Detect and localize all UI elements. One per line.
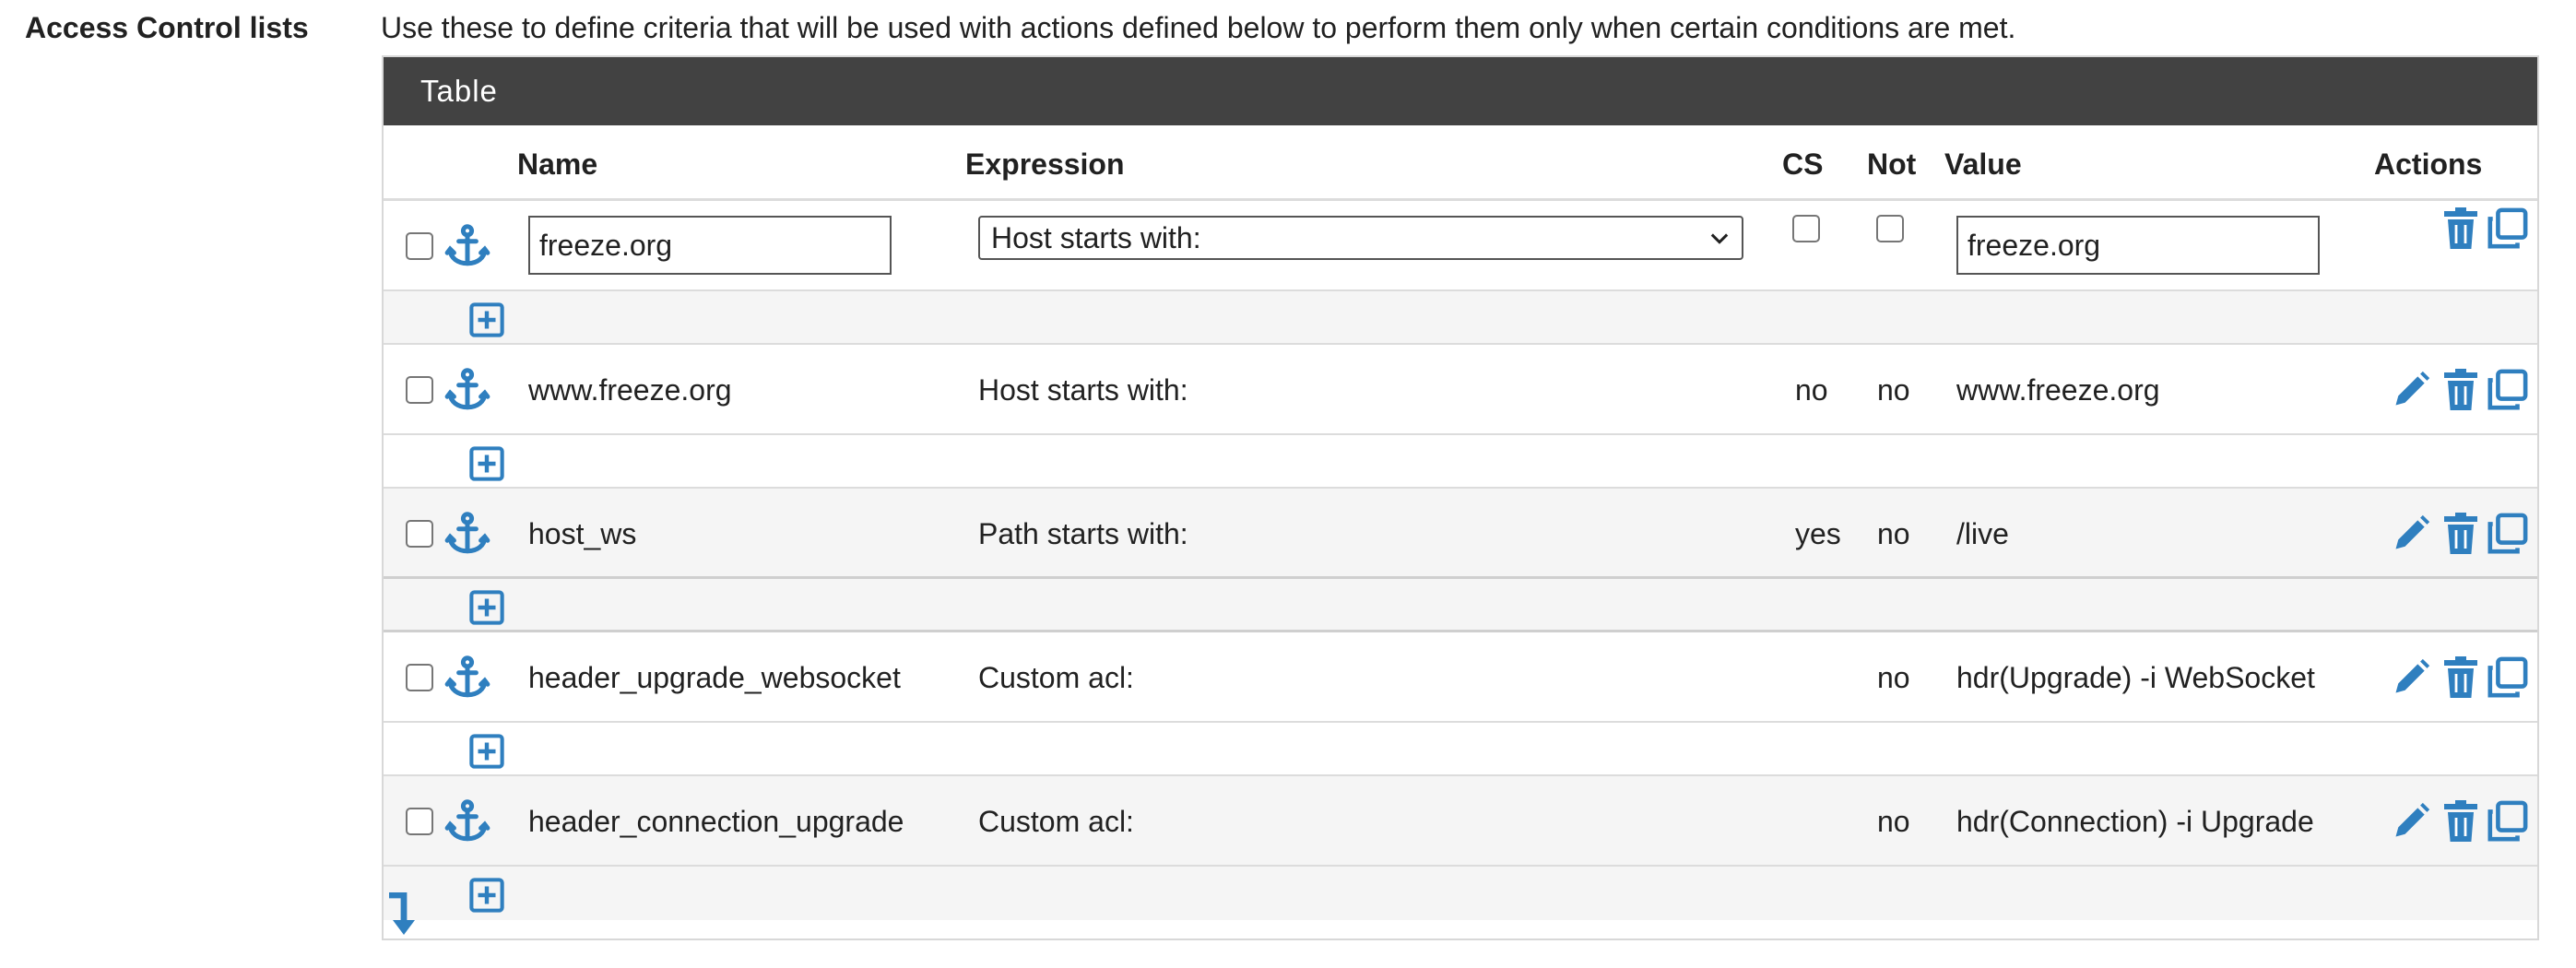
cs-checkbox[interactable]: [1792, 215, 1820, 242]
trash-icon[interactable]: [2440, 207, 2481, 251]
row-select-checkbox[interactable]: [406, 520, 433, 548]
anchor-icon[interactable]: [444, 655, 490, 701]
acl-panel: Table Name Expression CS Not Value Actio…: [382, 55, 2539, 940]
pencil-icon[interactable]: [2391, 370, 2431, 410]
copy-icon[interactable]: [2486, 656, 2528, 699]
table-header: Name Expression CS Not Value Actions: [384, 125, 2537, 201]
column-header-expression: Expression: [965, 148, 1125, 181]
not-checkbox[interactable]: [1876, 215, 1904, 242]
row-expression: Host starts with:: [978, 372, 1188, 407]
expression-select-value: Host starts with:: [991, 221, 1201, 254]
section-label: Access Control lists: [25, 11, 309, 44]
row-cs: no: [1795, 372, 1828, 407]
add-row-strip: [384, 579, 2537, 632]
row-not: no: [1877, 804, 1910, 838]
trash-icon[interactable]: [2440, 512, 2481, 556]
plus-square-icon[interactable]: [469, 878, 504, 913]
anchor-icon[interactable]: [444, 367, 490, 413]
pencil-icon[interactable]: [2391, 801, 2431, 842]
table-row: header_connection_upgrade Custom acl: no…: [384, 776, 2537, 867]
name-input[interactable]: freeze.org: [528, 216, 892, 275]
row-value: /live: [1956, 516, 2009, 550]
acl-table: Name Expression CS Not Value Actions fre…: [384, 125, 2537, 920]
copy-icon[interactable]: [2486, 800, 2528, 843]
table-row: host_ws Path starts with: yes no /live: [384, 489, 2537, 579]
row-value: hdr(Upgrade) -i WebSocket: [1956, 660, 2315, 694]
table-row: www.freeze.org Host starts with: no no w…: [384, 345, 2537, 435]
row-name: header_upgrade_websocket: [528, 660, 901, 694]
pencil-icon[interactable]: [2391, 514, 2431, 554]
copy-icon[interactable]: [2486, 369, 2528, 411]
row-name: www.freeze.org: [528, 372, 732, 407]
panel-heading: Table: [384, 57, 2537, 125]
add-row-strip: [384, 291, 2537, 345]
trash-icon[interactable]: [2440, 655, 2481, 700]
add-row-strip: [384, 867, 2537, 920]
row-name: host_ws: [528, 516, 637, 550]
chevron-down-icon: [1707, 225, 1732, 251]
row-not: no: [1877, 372, 1910, 407]
table-row: header_upgrade_websocket Custom acl: no …: [384, 632, 2537, 723]
anchor-icon[interactable]: [444, 223, 490, 269]
row-select-checkbox[interactable]: [406, 232, 433, 260]
row-value: www.freeze.org: [1956, 372, 2160, 407]
row-expression: Custom acl:: [978, 804, 1134, 838]
plus-square-icon[interactable]: [469, 446, 504, 481]
row-name: header_connection_upgrade: [528, 804, 904, 838]
column-header-name: Name: [517, 148, 598, 181]
column-header-value: Value: [1944, 148, 2022, 181]
plus-square-icon[interactable]: [469, 734, 504, 769]
row-not: no: [1877, 516, 1910, 550]
pencil-icon[interactable]: [2391, 657, 2431, 698]
anchor-icon[interactable]: [444, 798, 490, 844]
row-expression: Custom acl:: [978, 660, 1134, 694]
column-header-actions: Actions: [2374, 148, 2483, 181]
add-row-strip: [384, 435, 2537, 489]
table-row-edit: freeze.org Host starts with: freeze.org: [384, 201, 2537, 291]
row-not: no: [1877, 660, 1910, 694]
column-header-not: Not: [1867, 148, 1917, 181]
row-value: hdr(Connection) -i Upgrade: [1956, 804, 2314, 838]
anchor-icon[interactable]: [444, 511, 490, 557]
section-help-text: Use these to define criteria that will b…: [381, 11, 2016, 44]
trash-icon[interactable]: [2440, 799, 2481, 844]
row-cs: yes: [1795, 516, 1841, 550]
copy-icon[interactable]: [2486, 513, 2528, 555]
add-row-strip: [384, 723, 2537, 776]
trash-icon[interactable]: [2440, 368, 2481, 412]
plus-square-icon[interactable]: [469, 302, 504, 337]
expression-select[interactable]: Host starts with:: [978, 216, 1743, 260]
value-input[interactable]: freeze.org: [1956, 216, 2320, 275]
row-select-checkbox[interactable]: [406, 808, 433, 835]
copy-icon[interactable]: [2486, 207, 2528, 250]
arrow-down-turn-icon[interactable]: [387, 892, 419, 937]
plus-square-icon[interactable]: [469, 590, 504, 625]
row-expression: Path starts with:: [978, 516, 1188, 550]
column-header-cs: CS: [1782, 148, 1824, 181]
row-select-checkbox[interactable]: [406, 376, 433, 404]
row-select-checkbox[interactable]: [406, 664, 433, 691]
